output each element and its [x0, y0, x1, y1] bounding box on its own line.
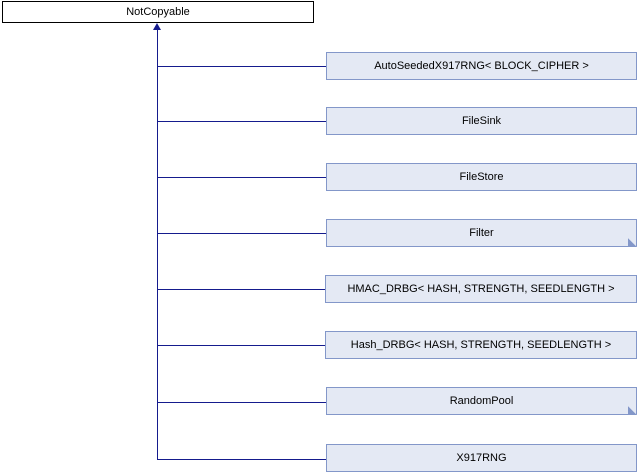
edge-branch-horizontal	[157, 233, 326, 234]
class-node-label: FileStore	[459, 170, 504, 183]
class-node[interactable]: Filter	[326, 219, 637, 247]
class-node[interactable]: Hash_DRBG< HASH, STRENGTH, SEEDLENGTH >	[325, 331, 637, 359]
class-node[interactable]: FileStore	[326, 163, 637, 191]
class-node-notcopyable[interactable]: NotCopyable	[2, 1, 314, 23]
class-node-label: AutoSeededX917RNG< BLOCK_CIPHER >	[374, 59, 589, 72]
class-node-label: NotCopyable	[126, 5, 190, 18]
class-node[interactable]: FileSink	[326, 107, 637, 135]
class-node-label: X917RNG	[456, 451, 507, 464]
edge-branch-horizontal	[157, 289, 325, 290]
edge-branch-horizontal	[157, 66, 326, 67]
edge-branch-horizontal	[157, 402, 326, 403]
class-node[interactable]: X917RNG	[326, 444, 637, 472]
edge-trunk-vertical	[157, 30, 158, 459]
class-node[interactable]: RandomPool	[326, 387, 637, 415]
class-node-label: RandomPool	[449, 394, 514, 407]
edge-branch-horizontal	[157, 121, 326, 122]
class-node-label: Filter	[469, 226, 494, 239]
edge-branch-horizontal	[157, 177, 326, 178]
edge-branch-horizontal	[157, 345, 325, 346]
class-node[interactable]: AutoSeededX917RNG< BLOCK_CIPHER >	[326, 52, 637, 80]
class-node-label: HMAC_DRBG< HASH, STRENGTH, SEEDLENGTH >	[347, 282, 615, 295]
class-node-label: FileSink	[461, 114, 502, 127]
class-node[interactable]: HMAC_DRBG< HASH, STRENGTH, SEEDLENGTH >	[325, 275, 637, 303]
class-node-label: Hash_DRBG< HASH, STRENGTH, SEEDLENGTH >	[350, 338, 612, 351]
inheritance-arrow-icon	[153, 23, 161, 30]
edge-branch-horizontal	[157, 459, 326, 460]
